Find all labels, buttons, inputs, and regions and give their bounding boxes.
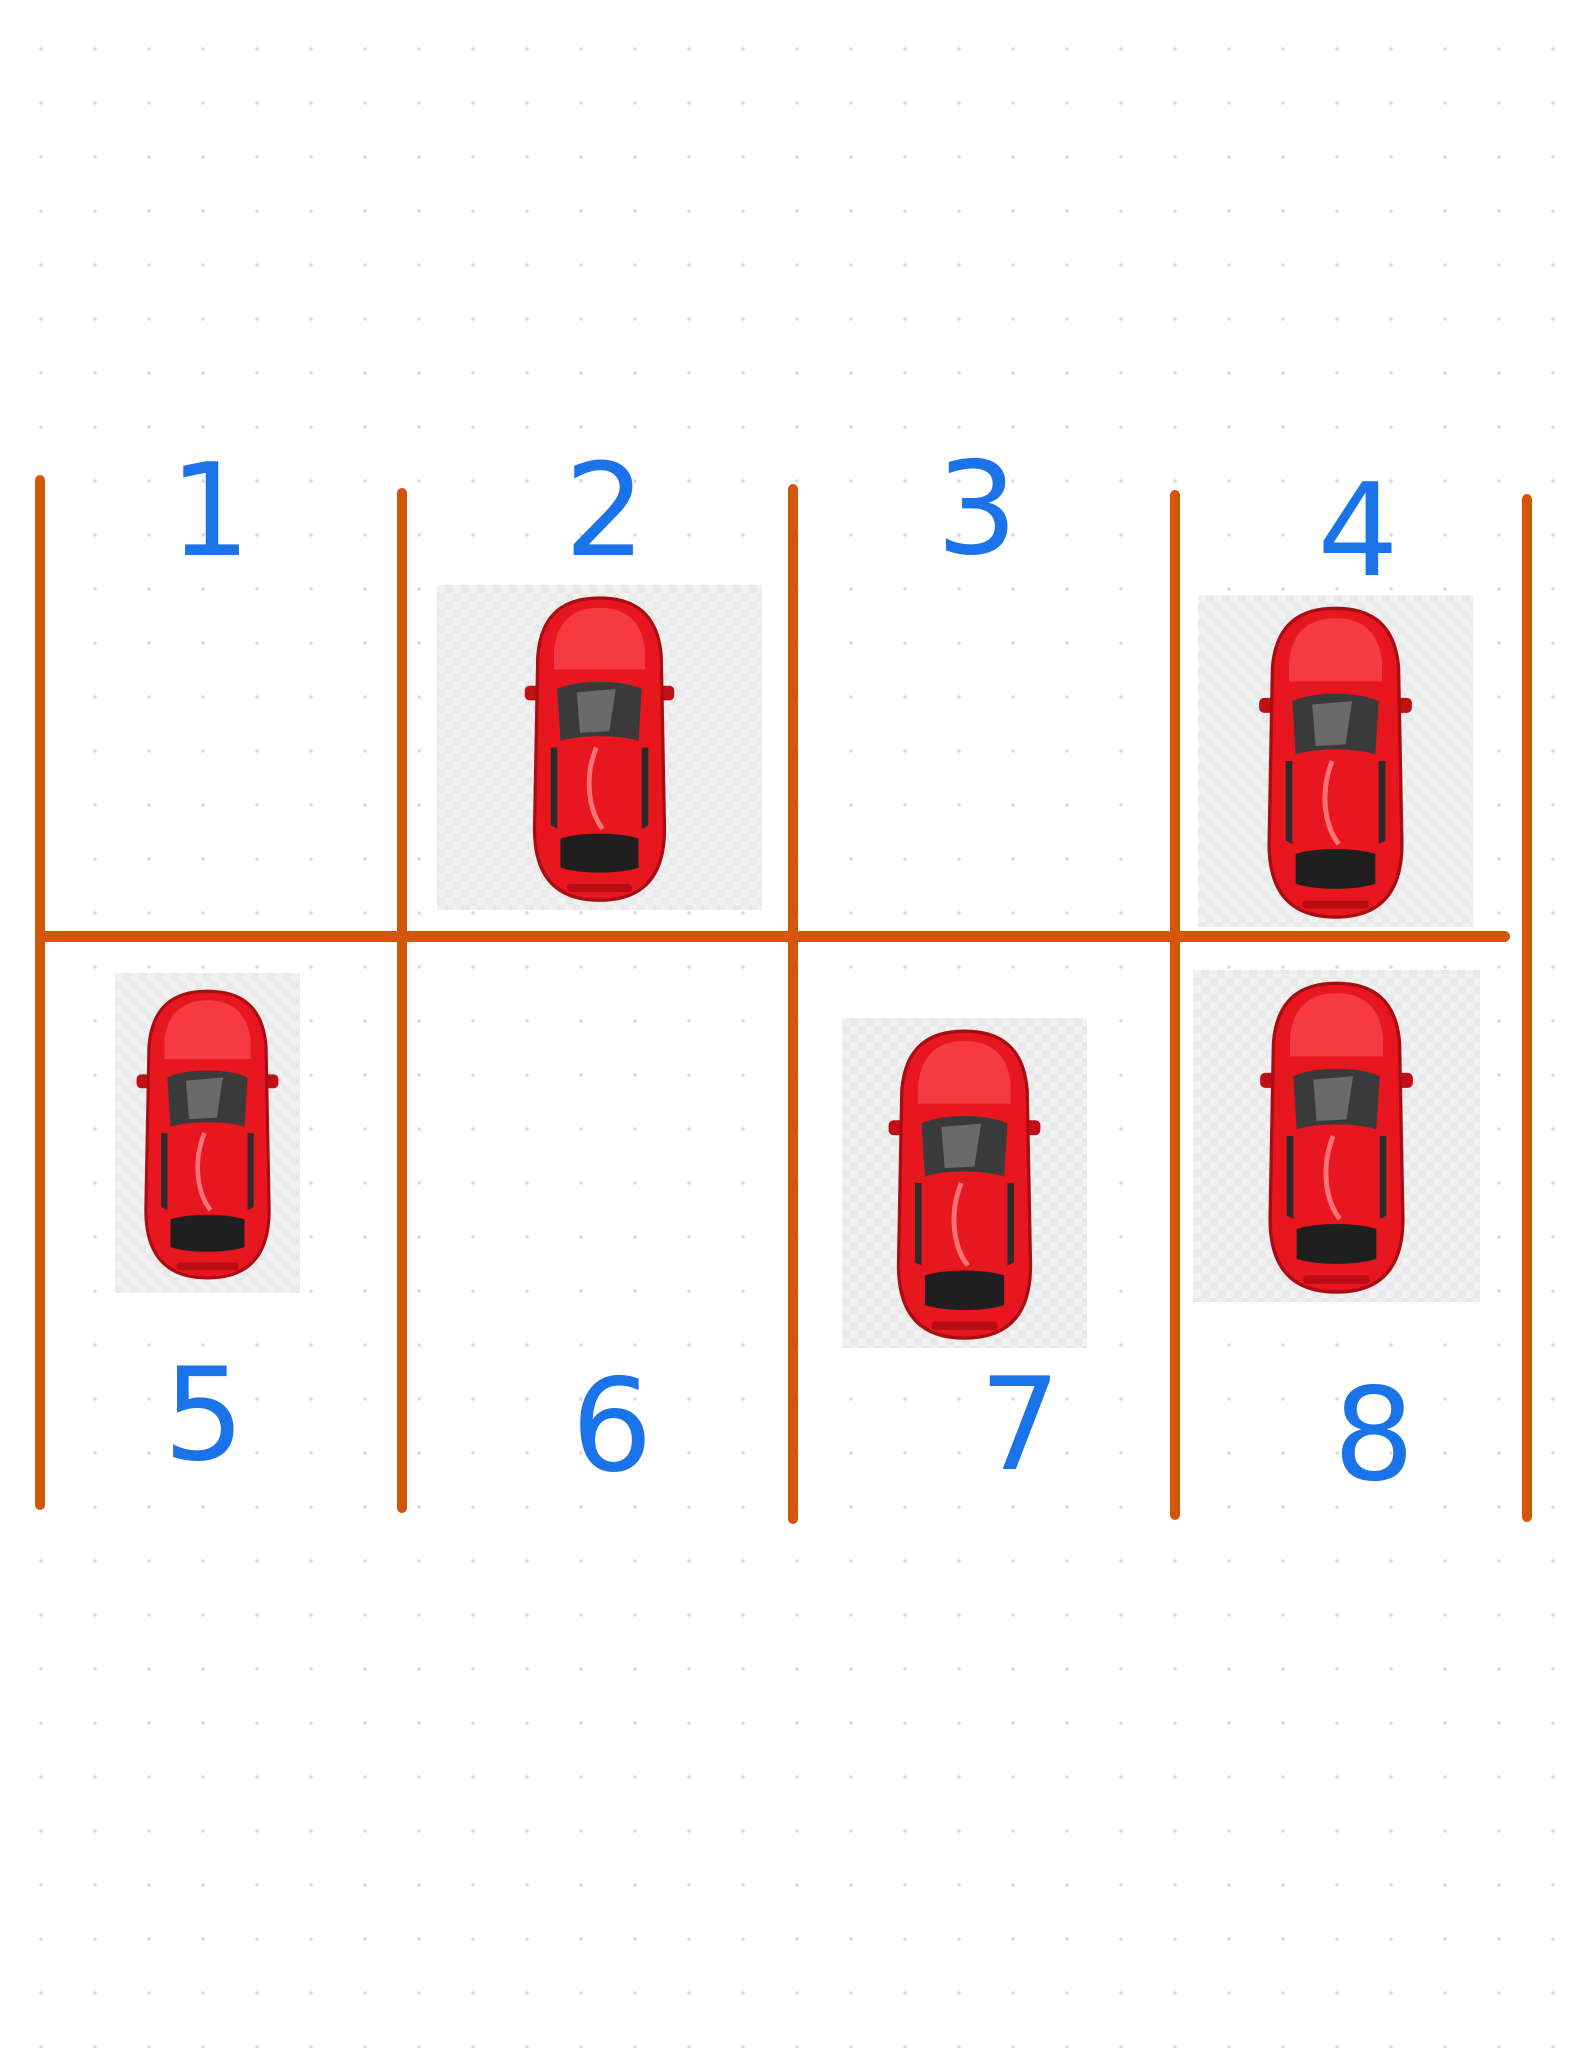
car-icon xyxy=(888,1029,1041,1340)
car-spot-8 xyxy=(1193,970,1480,1302)
spot-number-6: 6 xyxy=(571,1352,653,1501)
car-icon xyxy=(1259,606,1412,919)
divider-line-3-4 xyxy=(1170,490,1180,1520)
spot-number-3: 3 xyxy=(936,435,1018,584)
divider-line-left xyxy=(35,475,45,1510)
spot-number-4: 4 xyxy=(1317,457,1399,606)
divider-line-2-3 xyxy=(788,484,798,1524)
car-icon xyxy=(136,989,279,1280)
spot-number-1: 1 xyxy=(169,437,251,586)
car-icon xyxy=(524,596,675,902)
spot-number-2: 2 xyxy=(564,437,646,586)
car-spot-4 xyxy=(1198,595,1473,927)
divider-line-right xyxy=(1522,494,1532,1522)
divider-line-1-2 xyxy=(397,488,407,1513)
center-line xyxy=(40,931,1510,942)
spot-number-8: 8 xyxy=(1333,1361,1415,1510)
car-spot-5 xyxy=(115,973,300,1293)
car-spot-2 xyxy=(437,585,762,910)
car-spot-7 xyxy=(842,1018,1087,1348)
spot-number-7: 7 xyxy=(979,1351,1061,1500)
car-icon xyxy=(1260,981,1413,1294)
spot-number-5: 5 xyxy=(163,1341,245,1490)
